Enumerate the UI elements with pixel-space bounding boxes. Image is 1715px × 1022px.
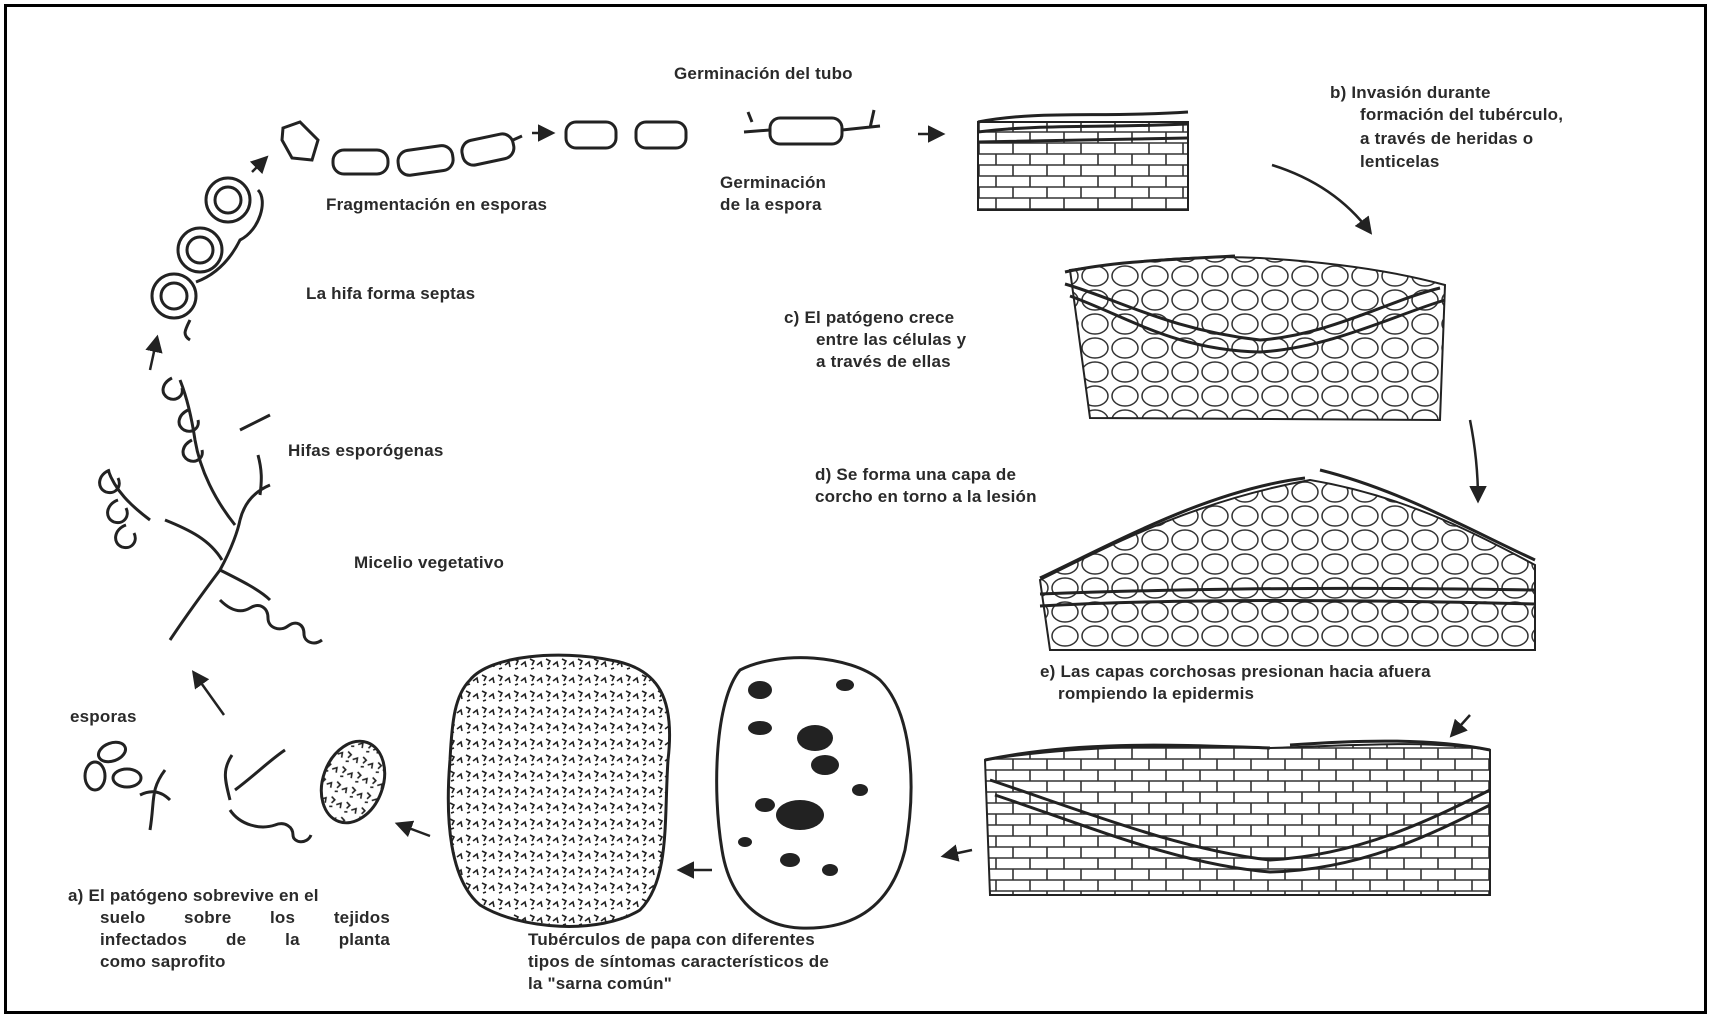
label-a-line1: a) El patógeno sobrevive en el xyxy=(68,885,390,907)
label-hifa-septas: La hifa forma septas xyxy=(306,283,475,305)
label-e-line1: e) Las capas corchosas presionan hacia a… xyxy=(1040,661,1431,683)
label-c-line2: entre las células y xyxy=(816,329,966,351)
arrow-to-tubers xyxy=(944,850,972,856)
label-b-line1: b) Invasión durante xyxy=(1330,82,1491,104)
label-d-line2: corcho en torno a la lesión xyxy=(815,486,1037,508)
label-germinacion-espora-2: de la espora xyxy=(720,194,822,216)
label-germinacion-espora-1: Germinación xyxy=(720,172,826,194)
arrow-to-mycelium xyxy=(194,673,224,715)
spore-chain-illustration xyxy=(282,110,880,177)
label-fragmentacion: Fragmentación en esporas xyxy=(326,194,547,216)
label-b-line3: a través de heridas o xyxy=(1360,128,1533,150)
arrow-to-soil xyxy=(398,824,430,836)
potato-tubers-illustration xyxy=(448,655,911,928)
tissue-section-b xyxy=(978,112,1188,210)
arrow-d-to-e xyxy=(1452,715,1470,735)
label-tuberculos-line1: Tubérculos de papa con diferentes xyxy=(528,929,815,951)
tissue-section-d xyxy=(1040,470,1535,650)
septate-hypha-illustration xyxy=(152,178,262,340)
arrow-to-septate-hypha xyxy=(150,338,157,370)
label-hifas-esporogenas: Hifas esporógenas xyxy=(288,440,444,462)
label-a-line2: suelo sobre los tejidos xyxy=(100,907,390,929)
label-a-line4: como saprofito xyxy=(100,951,226,973)
label-c-line1: c) El patógeno crece xyxy=(784,307,954,329)
label-a-line3: infectados de la planta xyxy=(100,929,390,951)
label-germinacion-tubo: Germinación del tubo xyxy=(674,63,853,85)
tissue-section-e xyxy=(985,741,1490,895)
label-tuberculos-line3: la "sarna común" xyxy=(528,973,672,995)
label-b-line2: formación del tubérculo, xyxy=(1360,104,1563,126)
tissue-section-c xyxy=(1065,256,1445,420)
arrow-c-to-d xyxy=(1470,420,1478,500)
label-tuberculos-line2: tipos de síntomas característicos de xyxy=(528,951,829,973)
label-micelio: Micelio vegetativo xyxy=(354,552,504,574)
label-c-line3: a través de ellas xyxy=(816,351,951,373)
label-e-line2: rompiendo la epidermis xyxy=(1058,683,1254,705)
label-d-line1: d) Se forma una capa de xyxy=(815,464,1016,486)
label-esporas: esporas xyxy=(70,706,137,728)
soil-spores-illustration xyxy=(85,732,396,841)
mycelium-illustration xyxy=(100,378,322,643)
label-b-line4: lenticelas xyxy=(1360,151,1440,173)
arrow-to-spore-chain xyxy=(252,158,266,172)
arrow-b-to-c xyxy=(1272,165,1370,232)
